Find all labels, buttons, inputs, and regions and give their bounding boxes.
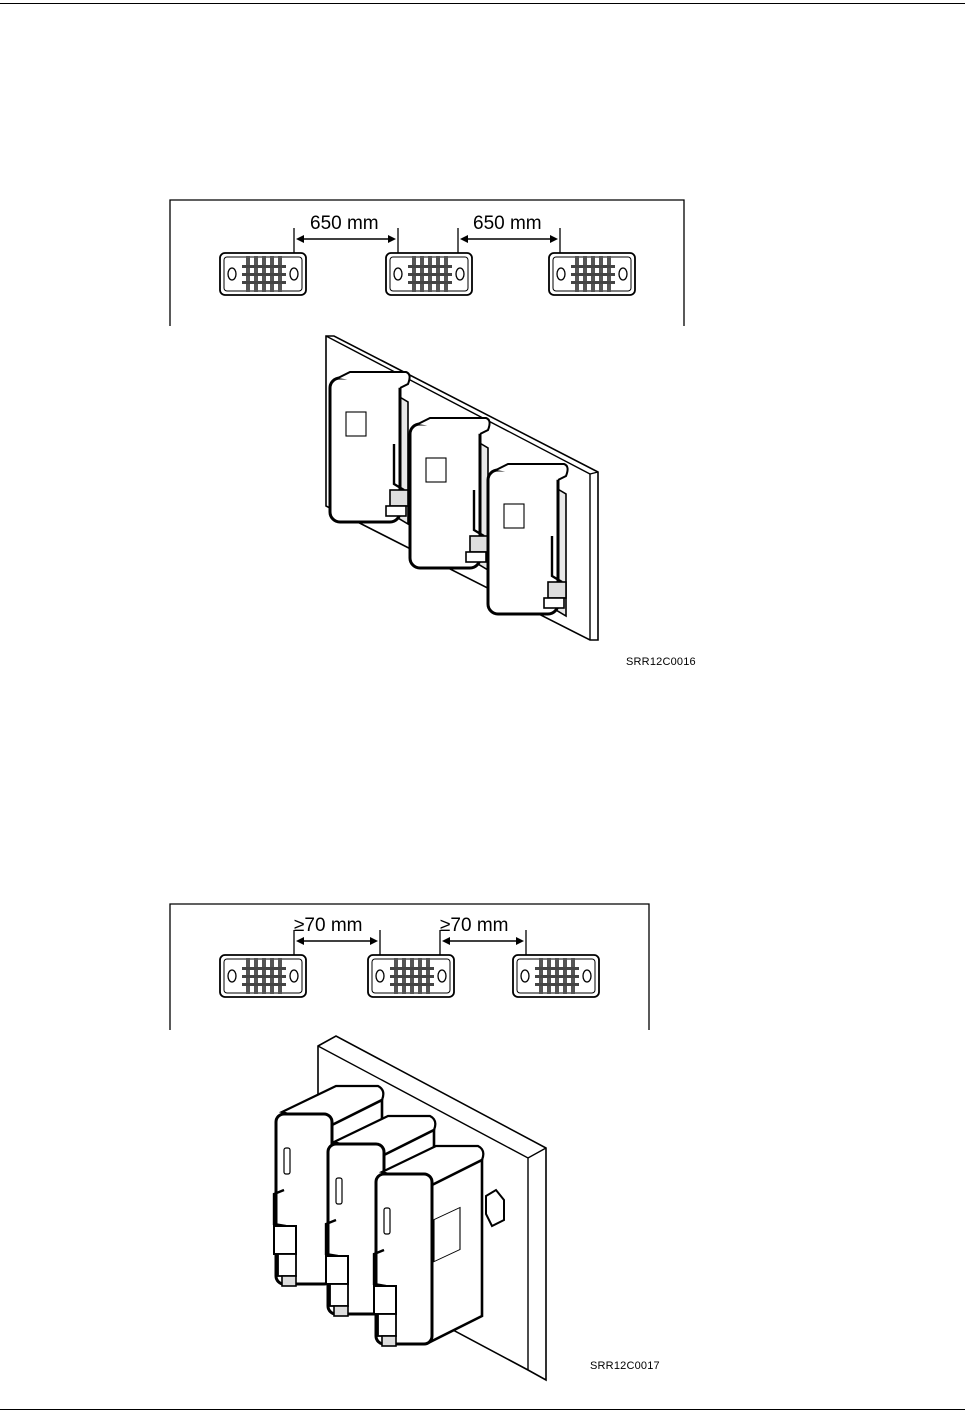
mounting-bracket — [220, 955, 306, 997]
mounting-bracket — [513, 955, 599, 997]
mounting-bracket — [368, 955, 454, 997]
footer-rule — [0, 1409, 965, 1410]
figure-2-id: SRR12C0017 — [590, 1360, 660, 1372]
dimension-label-right: ≥70 mm — [440, 915, 509, 936]
inverter-unit — [374, 1146, 483, 1346]
dimension-label-left: ≥70 mm — [294, 915, 363, 936]
